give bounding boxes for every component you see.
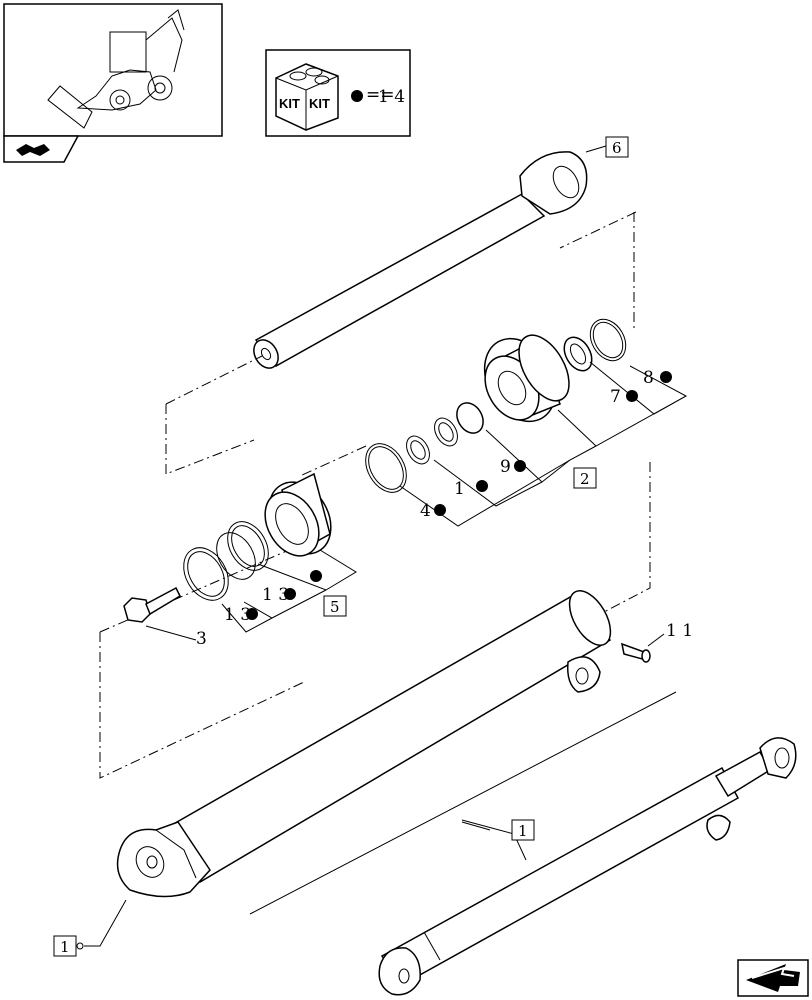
seal-9-group	[406, 402, 484, 465]
callout-6: 6	[585, 136, 629, 158]
callout-3: 3	[196, 629, 207, 649]
svg-text:8: 8	[643, 368, 654, 388]
svg-text:2: 2	[580, 470, 590, 488]
callout-7: 7	[610, 387, 638, 407]
o-ring-4	[365, 443, 407, 493]
callout-1-barrel: 1	[53, 899, 127, 957]
kit-box-icon: KIT KIT	[275, 63, 339, 131]
bolt-3	[123, 586, 197, 641]
svg-text:1: 1	[518, 822, 528, 840]
svg-text:1 3: 1 3	[224, 605, 251, 625]
grease-nipple-11	[621, 633, 665, 663]
svg-text:1: 1	[454, 479, 465, 499]
seal-ring-gland-b	[216, 532, 256, 580]
callout-bullet-gland-a	[310, 570, 322, 582]
cylinder-assembly	[378, 737, 797, 996]
callout-10: 1	[454, 479, 488, 499]
svg-text:==: ==	[366, 85, 395, 105]
o-ring-8	[589, 318, 627, 362]
svg-text:5: 5	[330, 598, 340, 616]
kit-legend-suffix: 1 4	[378, 87, 405, 107]
kit-label-right: KIT	[309, 96, 330, 111]
callout-5: 5	[323, 595, 347, 617]
svg-text:7: 7	[610, 387, 621, 407]
svg-text:9: 9	[500, 457, 511, 477]
nav-previous-tab[interactable]	[3, 135, 80, 163]
svg-text:1: 1	[60, 938, 70, 956]
svg-text:1 1: 1 1	[666, 621, 693, 641]
callout-4: 4	[420, 501, 446, 521]
callout-11: 1 1	[666, 621, 693, 641]
gland-head	[264, 472, 332, 557]
svg-text:1 3: 1 3	[262, 585, 289, 605]
callout-2: 2	[573, 467, 597, 489]
wiper-seal	[183, 547, 229, 601]
svg-text:6: 6	[612, 139, 622, 157]
wear-ring-7	[563, 336, 593, 372]
kit-bullet-icon	[351, 90, 363, 102]
callout-9: 9	[500, 457, 526, 477]
cylinder-barrel	[116, 590, 612, 898]
callout-1-assembly: 1	[511, 819, 535, 841]
callout-8: 8	[643, 368, 672, 388]
piston-assembly	[483, 334, 570, 423]
svg-text:4: 4	[420, 501, 431, 521]
svg-text:3: 3	[196, 629, 207, 649]
callout-12: 1 3	[262, 585, 296, 605]
piston-rod	[253, 151, 588, 369]
previous-page-arrow-icon	[16, 144, 50, 156]
callout-13: 1 3	[224, 605, 258, 625]
next-page-arrow-icon	[746, 964, 800, 992]
next-page-button[interactable]	[737, 959, 809, 997]
kit-label-left: KIT	[279, 96, 300, 111]
kit-legend: KIT KIT == 1 4	[265, 49, 411, 137]
machine-thumbnail	[3, 3, 223, 137]
seal-ring-gland-a	[227, 521, 269, 571]
